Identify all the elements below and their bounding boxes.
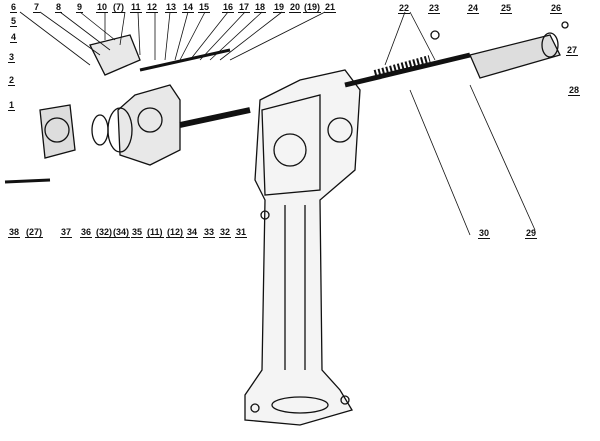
column-housing — [244, 69, 361, 426]
label-26: 26 — [550, 3, 563, 14]
label-29: 29 — [525, 228, 538, 239]
label-34: 34 — [186, 227, 199, 238]
label-33: 33 — [203, 227, 216, 238]
label-19: 19 — [273, 2, 286, 13]
label-6: 6 — [10, 2, 18, 13]
label-8: 8 — [55, 2, 63, 13]
label-12-ref: (12) — [166, 227, 185, 238]
label-15: 15 — [198, 2, 211, 13]
label-16: 16 — [222, 2, 235, 13]
label-38: 38 — [8, 227, 21, 238]
label-30: 30 — [478, 228, 491, 239]
label-34-ref: (34) — [112, 227, 131, 238]
label-10: 10 — [96, 2, 109, 13]
label-17: 17 — [238, 2, 251, 13]
label-35: 35 — [131, 227, 144, 238]
label-11-ref: (11) — [146, 227, 164, 238]
label-22: 22 — [398, 3, 411, 14]
label-11: 11 — [130, 2, 142, 13]
label-18: 18 — [254, 2, 267, 13]
label-3: 3 — [8, 52, 16, 63]
label-4: 4 — [10, 32, 18, 43]
label-31: 31 — [235, 227, 248, 238]
label-37: 37 — [60, 227, 73, 238]
valve-body — [4, 34, 181, 184]
label-32-ref: (32) — [95, 227, 114, 238]
label-23: 23 — [428, 3, 441, 14]
label-28: 28 — [568, 85, 581, 96]
label-21: 21 — [324, 2, 337, 13]
label-13: 13 — [165, 2, 178, 13]
label-25: 25 — [500, 3, 513, 14]
label-9: 9 — [76, 2, 84, 13]
label-36: 36 — [80, 227, 93, 238]
leader-lines — [19, 11, 536, 236]
label-32: 32 — [219, 227, 232, 238]
label-19-ref: (19) — [303, 2, 322, 13]
label-12: 12 — [146, 2, 159, 13]
label-20: 20 — [289, 2, 302, 13]
label-2: 2 — [8, 75, 16, 86]
spindle — [139, 21, 569, 128]
label-14: 14 — [182, 2, 195, 13]
label-7: 7 — [33, 2, 41, 13]
label-27-ref: (27) — [25, 227, 44, 238]
label-27: 27 — [566, 45, 579, 56]
label-24: 24 — [467, 3, 480, 14]
label-1: 1 — [8, 100, 16, 111]
label-5: 5 — [10, 16, 18, 27]
label-7-ref: (7) — [112, 2, 125, 13]
